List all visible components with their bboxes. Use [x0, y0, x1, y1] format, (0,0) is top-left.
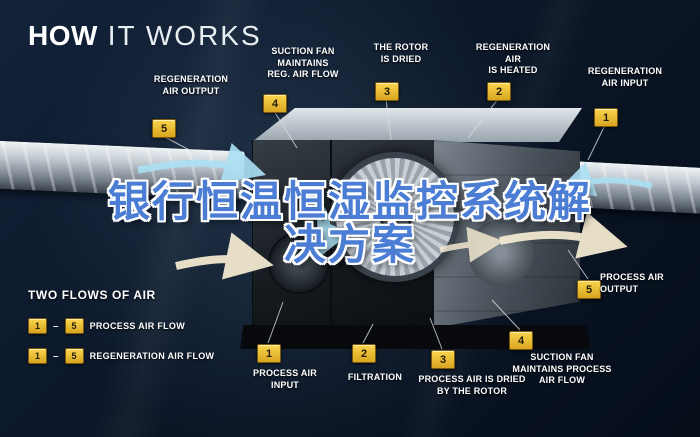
callout-label-suction-fan-process: SUCTION FAN MAINTAINS PROCESS AIR FLOW [512, 352, 612, 386]
callout-label-filtration: FILTRATION [347, 372, 403, 382]
callout-label-regeneration-air-output: REGENERATION AIR OUTPUT [153, 74, 229, 96]
legend-box-from: 1 [28, 348, 47, 364]
callout-number-1-process: 1 [257, 344, 281, 363]
legend-dash: – [53, 350, 59, 362]
callout-label-regeneration-air-input: REGENERATION AIR INPUT [587, 66, 663, 88]
legend-label-process: PROCESS AIR FLOW [89, 321, 186, 331]
callout-label-process-air-input: PROCESS AIR INPUT [253, 368, 317, 390]
overlay-line-1: 银行恒温恒湿监控系统解 [107, 178, 592, 225]
callout-number-3-process: 3 [431, 350, 455, 369]
callout-number-4-regen: 4 [263, 94, 287, 113]
legend-dash: – [53, 320, 59, 332]
callout-number-5-process: 5 [577, 280, 601, 299]
rotor-hub [380, 202, 412, 234]
overlay-line-2: 决方案 [283, 221, 416, 269]
legend-label-regeneration: REGENERATION AIR FLOW [89, 351, 215, 361]
machine-base [240, 325, 590, 349]
chinese-title-overlay: 银行恒温恒湿监控系统解 决方案 [0, 180, 700, 267]
callout-label-rotor-is-dried: THE ROTOR IS DRIED [373, 42, 429, 64]
title-bold: HOW [28, 20, 98, 51]
legend-box-from: 1 [28, 318, 47, 334]
callout-number-5-regen: 5 [152, 119, 176, 138]
machine-top-face [252, 108, 582, 142]
legend-box-to: 5 [64, 348, 84, 364]
legend-row-process: 1 – 5 PROCESS AIR FLOW [28, 318, 185, 334]
callout-label-regeneration-air-heated: REGENERATION AIR IS HEATED [475, 42, 551, 76]
callout-label-process-air-dried: PROCESS AIR IS DRIED BY THE ROTOR [418, 374, 526, 396]
legend-box-to: 5 [64, 318, 84, 334]
callout-label-process-air-output: PROCESS AIR OUTPUT [600, 272, 664, 294]
callout-number-2-regen: 2 [487, 82, 511, 101]
legend-title: TWO FLOWS OF AIR [28, 288, 156, 302]
callout-number-4-process: 4 [509, 331, 533, 350]
page-title: HOW IT WORKS [28, 20, 262, 52]
callout-number-2-process: 2 [352, 344, 376, 363]
legend-row-regeneration: 1 – 5 REGENERATION AIR FLOW [28, 348, 214, 364]
title-light: IT WORKS [97, 20, 262, 51]
callout-number-3-regen: 3 [375, 82, 399, 101]
callout-number-1-regen: 1 [594, 108, 618, 127]
callout-label-suction-fan-reg: SUCTION FAN MAINTAINS REG. AIR FLOW [267, 46, 339, 80]
